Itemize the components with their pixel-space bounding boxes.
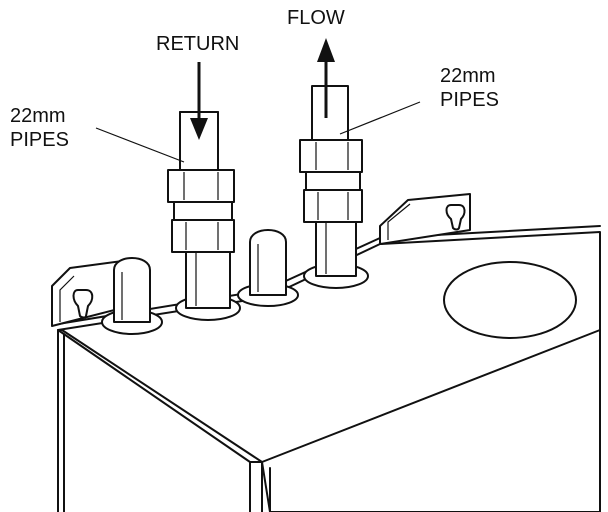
flow-fitting-upper-nut	[299, 139, 363, 173]
left-pipes-label: PIPES	[10, 129, 69, 151]
left-cap-body	[113, 257, 151, 323]
boiler-casing	[57, 225, 601, 512]
return-pipe	[167, 111, 241, 321]
return-pipe-lower	[185, 247, 231, 309]
flow-fitting-lower-facets	[317, 192, 349, 220]
return-fitting-olive	[173, 201, 233, 221]
right-bracket-fold	[387, 203, 411, 240]
left-keyhole-slot-icon	[72, 289, 94, 319]
return-label: RETURN	[156, 33, 239, 55]
return-fitting-lower-nut	[171, 219, 235, 253]
return-arrow-icon	[190, 62, 208, 140]
flow-fitting-upper-facets	[315, 142, 349, 170]
flow-fitting-lower-nut	[303, 189, 363, 223]
left-pipes-size-label: 22mm	[10, 105, 66, 127]
middle-blank-cap	[237, 229, 299, 307]
return-fitting-lower-facets	[185, 222, 219, 250]
leader-line-right-pipes	[339, 101, 421, 135]
return-fitting-upper-nut	[167, 169, 235, 203]
right-wall-bracket	[379, 193, 471, 245]
return-fitting-upper-facets	[183, 172, 219, 200]
leader-line-left-pipes	[95, 127, 185, 163]
flow-fitting-olive	[305, 171, 361, 191]
flow-arrow-icon	[317, 38, 335, 118]
right-pipes-size-label: 22mm	[440, 65, 496, 87]
right-keyhole-slot-icon	[445, 204, 466, 231]
return-pipe-cut	[179, 111, 219, 119]
flow-pipe-upper	[311, 85, 349, 141]
left-wall-bracket	[51, 259, 131, 327]
middle-cap-body	[249, 229, 287, 296]
flow-pipe-lower	[315, 217, 357, 277]
right-pipes-label: PIPES	[440, 89, 499, 111]
left-bracket-fold	[59, 275, 75, 322]
left-blank-cap	[101, 257, 163, 335]
flow-label: FLOW	[287, 7, 345, 29]
flow-pipe	[299, 85, 369, 289]
access-hole	[443, 261, 577, 339]
boiler-front-top-edge	[57, 329, 251, 463]
